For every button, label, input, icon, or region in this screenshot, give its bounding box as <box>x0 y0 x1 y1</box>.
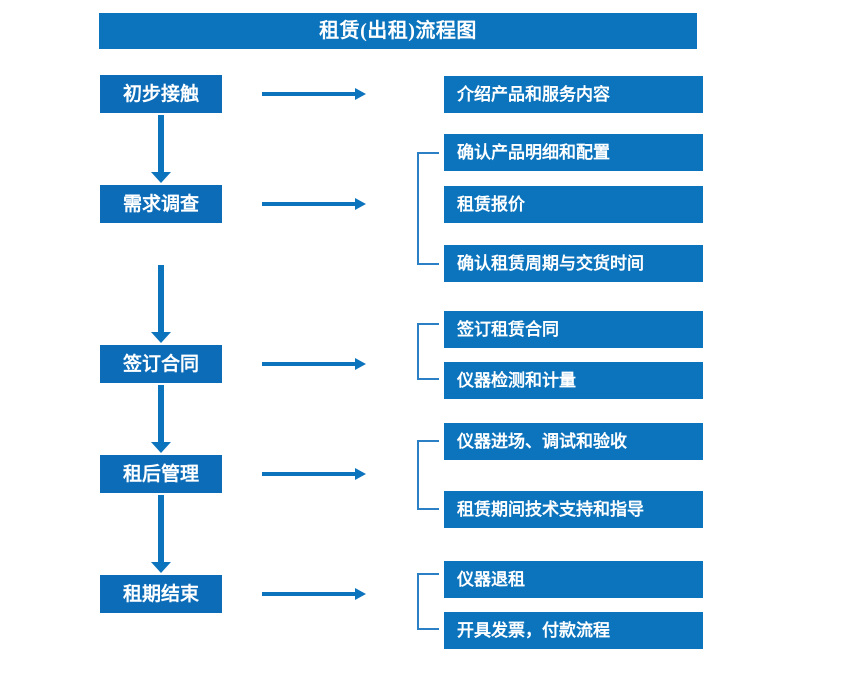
right-arrow-icon-5 <box>262 587 366 601</box>
group-bracket-4 <box>417 440 439 510</box>
stage-box-zuhou-guanli[interactable]: 租后管理 <box>100 455 222 493</box>
detail-box-10[interactable]: 开具发票，付款流程 <box>444 612 703 649</box>
detail-box-4[interactable]: 确认租赁周期与交货时间 <box>444 245 703 282</box>
stage-label: 初步接触 <box>122 83 199 105</box>
detail-label: 签订租赁合同 <box>457 320 559 339</box>
stage-label: 租后管理 <box>122 463 199 485</box>
detail-label: 确认租赁周期与交货时间 <box>457 254 644 273</box>
detail-box-6[interactable]: 仪器检测和计量 <box>444 362 703 399</box>
down-arrow-icon-3 <box>150 385 172 453</box>
detail-box-5[interactable]: 签订租赁合同 <box>444 311 703 348</box>
detail-box-3[interactable]: 租赁报价 <box>444 186 703 223</box>
stage-box-chubu-jiechu[interactable]: 初步接触 <box>100 75 222 113</box>
detail-box-1[interactable]: 介绍产品和服务内容 <box>444 76 703 113</box>
group-bracket-3 <box>417 323 439 380</box>
right-arrow-icon-1 <box>262 87 366 101</box>
down-arrow-icon-4 <box>150 495 172 573</box>
detail-box-8[interactable]: 租赁期间技术支持和指导 <box>444 491 703 528</box>
diagram-title-bar: 租赁(出租)流程图 <box>99 13 697 49</box>
detail-label: 确认产品明细和配置 <box>457 143 610 162</box>
stage-box-xuqiu-diaocha[interactable]: 需求调查 <box>100 185 222 223</box>
right-arrow-icon-3 <box>262 357 366 371</box>
group-bracket-5 <box>417 573 439 630</box>
detail-label: 开具发票，付款流程 <box>457 621 610 640</box>
stage-label: 租期结束 <box>122 583 199 605</box>
group-bracket-2 <box>417 152 439 265</box>
detail-label: 仪器进场、调试和验收 <box>457 432 627 451</box>
right-arrow-icon-4 <box>262 467 366 481</box>
detail-label: 介绍产品和服务内容 <box>457 85 610 104</box>
stage-label: 签订合同 <box>122 353 199 375</box>
down-arrow-icon-1 <box>150 115 172 183</box>
detail-label: 仪器退租 <box>457 570 525 589</box>
detail-label: 租赁期间技术支持和指导 <box>457 500 644 519</box>
detail-label: 仪器检测和计量 <box>457 371 576 390</box>
detail-box-9[interactable]: 仪器退租 <box>444 561 703 598</box>
page-title: 租赁(出租)流程图 <box>319 20 477 42</box>
stage-box-zuqi-jieshu[interactable]: 租期结束 <box>100 575 222 613</box>
detail-label: 租赁报价 <box>457 195 525 214</box>
right-arrow-icon-2 <box>262 197 366 211</box>
detail-box-2[interactable]: 确认产品明细和配置 <box>444 134 703 171</box>
stage-box-qianding-hetong[interactable]: 签订合同 <box>100 345 222 383</box>
down-arrow-icon-2 <box>150 265 172 343</box>
detail-box-7[interactable]: 仪器进场、调试和验收 <box>444 423 703 460</box>
stage-label: 需求调查 <box>122 193 199 215</box>
